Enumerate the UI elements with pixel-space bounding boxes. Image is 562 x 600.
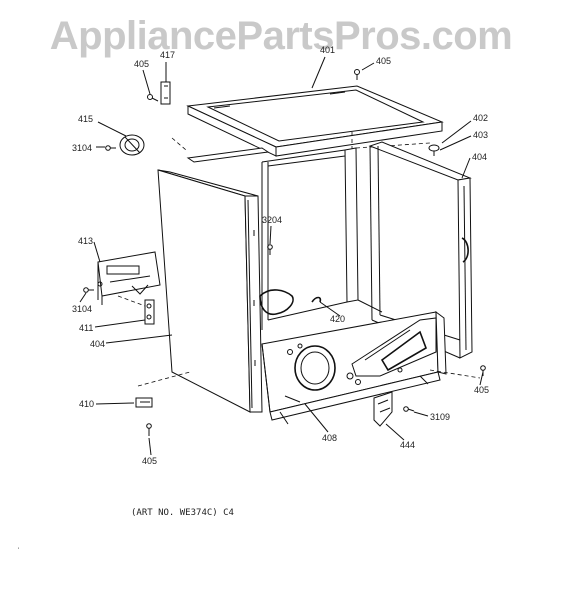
label-420: 420 [330,314,345,324]
screw-405-top-right[interactable] [354,69,360,81]
clip-420-part[interactable] [311,296,322,303]
label-405-top-left: 405 [134,59,149,69]
label-415: 415 [78,114,93,124]
label-405-top-right: 405 [376,56,391,66]
part-410[interactable] [135,397,153,408]
label-401: 401 [320,45,335,55]
label-405-bottom: 405 [142,456,157,466]
label-417: 417 [160,50,175,60]
label-404-right: 404 [472,152,487,162]
label-410: 410 [79,399,94,409]
right-side-panel-part[interactable] [368,141,473,359]
screw-402-403[interactable] [428,144,440,156]
base-part[interactable] [261,310,447,425]
label-405-right: 405 [474,385,489,395]
label-404-left: 404 [90,339,105,349]
screw-405-right[interactable] [480,365,486,376]
part-411[interactable] [144,299,155,325]
label-411: 411 [79,323,93,333]
screw-3104-lower[interactable] [83,287,94,293]
label-408: 408 [322,433,337,443]
screw-3109[interactable] [403,406,415,412]
screw-405-top-left[interactable] [147,94,159,102]
rear-frame [261,147,383,330]
left-side-panel-part[interactable] [157,169,263,413]
hinge-417-part[interactable] [160,81,171,105]
label-403: 403 [473,130,488,140]
screw-3204[interactable] [267,244,273,255]
label-444: 444 [400,440,415,450]
bracket-413-part[interactable] [97,251,161,305]
art-number-caption: (ART NO. WE374C) C4 [131,508,234,518]
cover-415-part[interactable] [119,134,145,156]
screw-3104-upper[interactable] [105,145,116,151]
label-402: 402 [473,113,488,123]
label-413: 413 [78,236,93,246]
label-3104-upper: 3104 [72,143,92,153]
label-3204: 3204 [262,215,282,225]
corner-mark: ' [18,548,19,554]
label-3104-lower: 3104 [72,304,92,314]
part-444[interactable] [373,391,393,427]
label-3109: 3109 [430,412,450,422]
watermark: AppliancePartsPros.com [49,14,513,58]
screw-405-bottom[interactable] [146,423,152,436]
top-panel-part[interactable] [186,85,444,157]
